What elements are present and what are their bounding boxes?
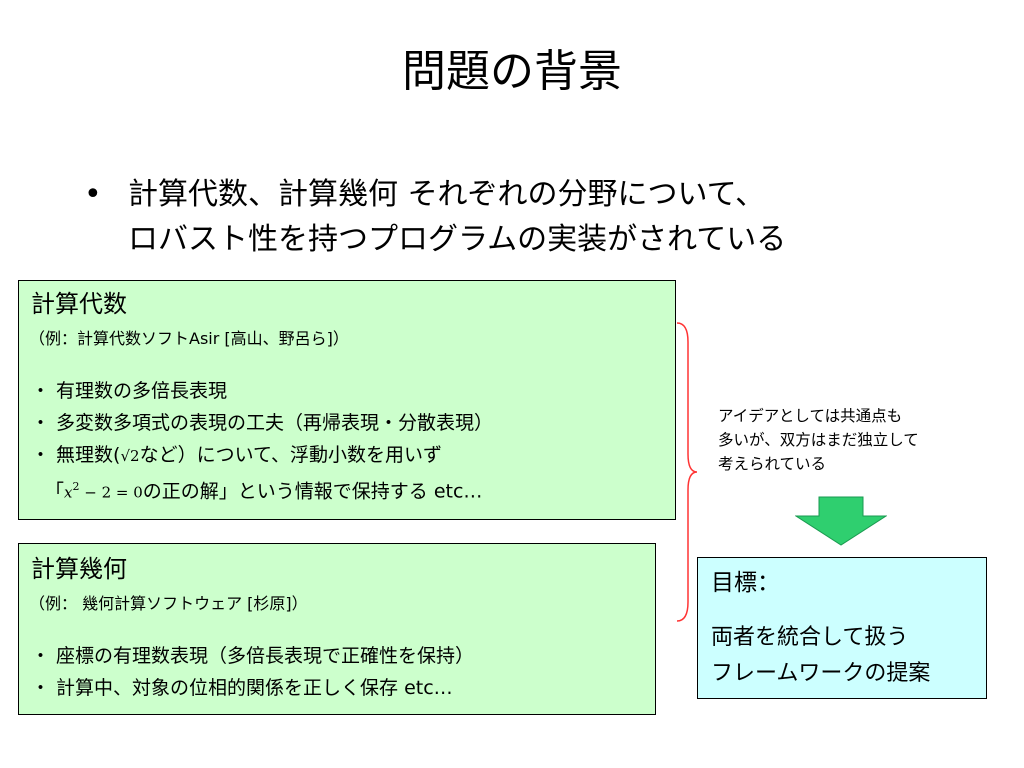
bullet-line-1: 計算代数、計算幾何 それぞれの分野について、	[128, 177, 766, 212]
algebra-item-4: 「x2 − 2 = 0の正の解」という情報で保持する etc…	[45, 473, 482, 506]
goal-box: 目標： 両者を統合して扱う フレームワークの提案	[697, 557, 987, 699]
bullet-marker: •	[84, 177, 102, 212]
note-line-3: 考えられている	[718, 455, 827, 473]
algebra-example: （例：計算代数ソフトAsir [高山、野呂ら]）	[29, 329, 349, 348]
algebra-item-2: ・ 多変数多項式の表現の工夫（再帰表現・分散表現）	[31, 412, 494, 434]
algebra-item-4-suffix: の正の解」という情報で保持する etc…	[142, 480, 483, 503]
algebra-item-3-prefix: ・ 無理数(	[31, 444, 121, 466]
geometry-example: （例： 幾何計算ソフトウェア [杉原]）	[29, 594, 308, 613]
algebra-item-1: ・ 有理数の多倍長表現	[31, 380, 228, 402]
goal-line-2: フレームワークの提案	[711, 661, 931, 686]
note-line-1: アイデアとしては共通点も	[718, 407, 903, 425]
geometry-item-2: ・ 計算中、対象の位相的関係を正しく保存 etc…	[31, 677, 453, 699]
down-arrow-icon	[795, 496, 887, 546]
slide-title: 問題の背景	[402, 46, 622, 97]
goal-heading: 目標：	[711, 570, 780, 596]
equation-rest: − 2 = 0	[79, 483, 143, 502]
algebra-item-3-suffix: など）について、浮動小数を用いず	[139, 444, 443, 466]
algebra-item-4-open: 「	[45, 480, 65, 503]
algebra-item-3: ・ 無理数(√2など）について、浮動小数を用いず	[31, 441, 442, 470]
note-line-2: 多いが、双方はまだ独立して	[718, 431, 919, 449]
geometry-box: 計算幾何 （例： 幾何計算ソフトウェア [杉原]） ・ 座標の有理数表現（多倍長…	[18, 543, 656, 715]
geometry-item-1: ・ 座標の有理数表現（多倍長表現で正確性を保持）	[31, 645, 475, 667]
right-brace-icon	[676, 322, 698, 622]
sqrt-two-math: √2	[120, 447, 140, 465]
equation-exponent: 2	[72, 480, 80, 493]
equation-x: x	[64, 483, 73, 502]
algebra-heading: 計算代数	[31, 290, 127, 318]
bullet-text: 計算代数、計算幾何 それぞれの分野について、 ロバスト性を持つプログラムの実装が…	[128, 172, 988, 262]
goal-line-1: 両者を統合して扱う	[711, 625, 909, 650]
note-text: アイデアとしては共通点も 多いが、双方はまだ独立して 考えられている	[718, 404, 919, 476]
algebra-box: 計算代数 （例：計算代数ソフトAsir [高山、野呂ら]） ・ 有理数の多倍長表…	[18, 280, 676, 520]
bullet-line-2: ロバスト性を持つプログラムの実装がされている	[128, 222, 787, 257]
geometry-heading: 計算幾何	[31, 555, 127, 583]
